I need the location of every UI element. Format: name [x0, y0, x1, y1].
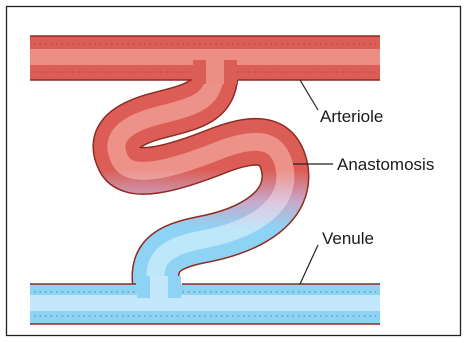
venule-vessel	[30, 284, 380, 324]
arteriole-label: Arteriole	[320, 107, 383, 126]
venule-label: Venule	[322, 229, 374, 248]
anastomosis-label: Anastomosis	[337, 155, 434, 174]
